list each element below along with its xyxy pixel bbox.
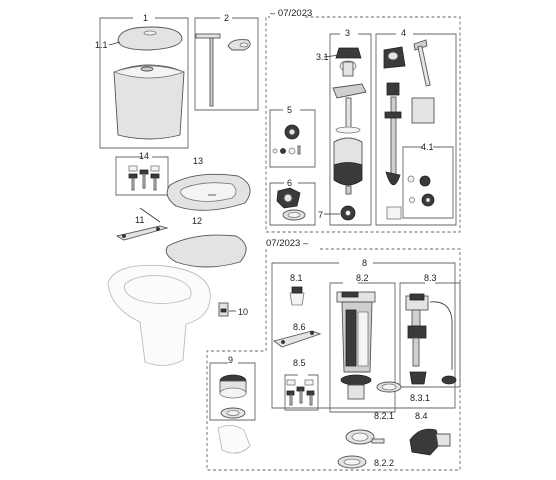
fill-valve-seals-4-1 <box>407 175 435 207</box>
label-8-1: 8.1 <box>290 273 303 283</box>
label-3-1: 3.1 <box>316 52 329 62</box>
button-8-1 <box>289 286 305 306</box>
label-4-1: 4.1 <box>421 142 434 152</box>
label-6: 6 <box>287 178 292 188</box>
part-8-4 <box>409 428 451 456</box>
seal-7 <box>340 205 356 221</box>
label-13: 13 <box>193 156 203 166</box>
toilet-seat-13 <box>166 173 251 211</box>
label-8: 8 <box>362 258 367 268</box>
fill-valve-8-3 <box>405 293 453 385</box>
part-labels: 1 1.1 2 3 3.1 4 4.1 5 6 7 8 8.1 8.2 8.3 … <box>95 13 437 468</box>
leader-lines <box>139 54 341 312</box>
label-9: 9 <box>228 355 233 365</box>
label-8-2: 8.2 <box>356 273 369 283</box>
flush-rod-2 <box>195 33 251 107</box>
label-7: 7 <box>318 210 323 220</box>
push-button-5 <box>272 124 301 155</box>
outlet-9 <box>217 374 251 454</box>
hinge-bar-11 <box>115 225 169 241</box>
bracket-frames <box>99 17 461 421</box>
nut-6 <box>276 187 306 221</box>
label-4: 4 <box>401 28 406 38</box>
label-10: 10 <box>238 307 248 317</box>
nut-8-2-2b <box>337 455 367 469</box>
flush-valve-3 <box>332 47 367 195</box>
cistern-lid-1-1 <box>117 26 183 51</box>
label-2: 2 <box>224 13 229 23</box>
clip-8-2-2a <box>345 429 385 445</box>
screws-8-5 <box>286 379 315 406</box>
toilet-bowl <box>107 264 211 366</box>
label-12: 12 <box>192 216 202 226</box>
fixing-screws-14 <box>128 165 160 191</box>
seal-8-3-1 <box>441 375 457 385</box>
label-8-5: 8.5 <box>293 358 306 368</box>
label-8-3-1: 8.3.1 <box>410 393 430 403</box>
bracket-8-6 <box>272 330 322 348</box>
label-1: 1 <box>143 13 148 23</box>
cistern-1 <box>112 64 186 140</box>
header-from-072023: 07/2023 – <box>266 238 309 249</box>
connector-10 <box>218 302 229 317</box>
header-until-072023: – 07/2023 <box>270 8 312 19</box>
seal-8-2-1 <box>376 381 402 393</box>
seat-lid-12 <box>165 234 247 268</box>
label-14: 14 <box>139 151 149 161</box>
label-3: 3 <box>345 28 350 38</box>
flush-valve-8-2 <box>336 291 376 400</box>
label-8-2-2: 8.2.2 <box>374 458 394 468</box>
label-8-2-1: 8.2.1 <box>374 411 394 421</box>
label-1-1: 1.1 <box>95 40 108 50</box>
label-8-6: 8.6 <box>293 322 306 332</box>
fill-valve-4 <box>383 39 435 220</box>
label-11: 11 <box>135 215 144 225</box>
label-5: 5 <box>287 105 292 115</box>
frame-until-072023 <box>265 16 461 233</box>
label-8-3: 8.3 <box>424 273 437 283</box>
label-8-4: 8.4 <box>415 411 428 421</box>
